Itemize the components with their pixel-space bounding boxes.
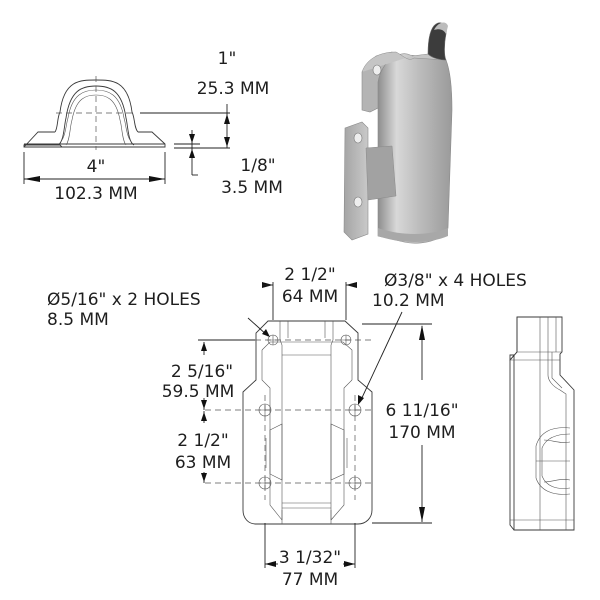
large-hole-ur [348, 403, 362, 417]
iso-render [343, 22, 453, 244]
bottom-width-metric: 77 MM [282, 570, 338, 590]
small-hole-right [340, 334, 352, 346]
top-width-imperial: 2 1/2" [284, 265, 335, 285]
bottom-width-imperial: 3 1/32" [279, 548, 341, 568]
overall-height-imperial: 6 11/16" [385, 401, 458, 421]
lower-spacing-metric: 63 MM [175, 453, 231, 473]
top-width-metric: 64 MM [282, 287, 338, 307]
lower-spacing-imperial: 2 1/2" [177, 431, 228, 451]
end-width-metric: 102.3 MM [54, 184, 137, 204]
side-view [509, 316, 575, 531]
end-height-imperial: 1" [218, 49, 237, 69]
overall-height-metric: 170 MM [388, 423, 455, 443]
small-holes-imperial: Ø5/16" x 2 HOLES [47, 290, 201, 310]
end-view: 1" 25.3 MM 1/8" 3.5 MM 4" 102.3 MM [23, 49, 283, 204]
large-hole-ul [258, 403, 272, 417]
small-holes-metric: 8.5 MM [47, 310, 109, 330]
end-height-metric: 25.3 MM [197, 79, 270, 99]
end-thickness-imperial: 1/8" [240, 156, 275, 176]
upper-spacing-metric: 59.5 MM [162, 382, 235, 402]
large-hole-lr [348, 476, 362, 490]
end-width-imperial: 4" [87, 157, 106, 177]
small-hole-left [267, 334, 279, 346]
large-holes-metric: 10.2 MM [372, 291, 445, 311]
large-holes-imperial: Ø3/8" x 4 HOLES [384, 271, 527, 291]
large-hole-ll [258, 476, 272, 490]
upper-spacing-imperial: 2 5/16" [171, 362, 233, 382]
end-thickness-metric: 3.5 MM [221, 178, 283, 198]
front-view: 2 1/2" 64 MM Ø5/16" x 2 HOLES 8.5 MM Ø3/… [47, 265, 527, 590]
